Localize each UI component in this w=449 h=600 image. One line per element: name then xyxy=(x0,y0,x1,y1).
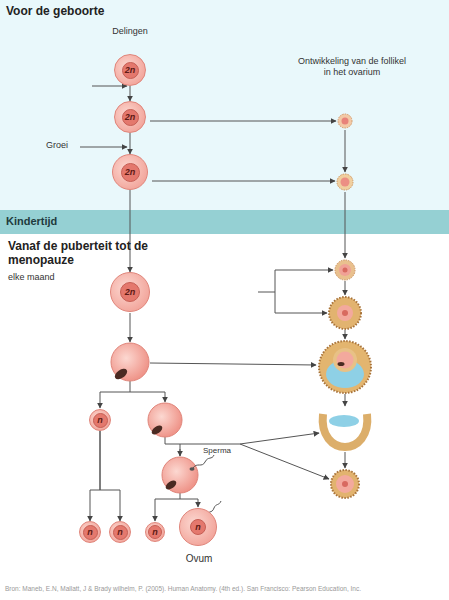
flow-arrow xyxy=(180,449,181,456)
input-line xyxy=(92,86,127,87)
antrum xyxy=(329,415,359,427)
follicle-oocyte xyxy=(336,475,354,493)
follicle-arrow xyxy=(240,444,329,479)
follicle-arrow xyxy=(345,330,346,339)
chromosomes xyxy=(150,424,164,437)
follicle-arrow xyxy=(345,394,346,406)
text-label: elke maand xyxy=(8,272,88,283)
band-title: Voor de geboorte xyxy=(6,4,104,18)
flow-connector xyxy=(130,86,131,101)
flow-arrow xyxy=(155,499,156,521)
flow-arrow xyxy=(165,392,166,402)
follicle-arrow xyxy=(275,313,327,314)
cell-circle: n xyxy=(109,521,131,543)
flow-arrow xyxy=(100,392,101,408)
input-line xyxy=(80,147,127,148)
follicle xyxy=(319,341,371,393)
flow-connector xyxy=(90,431,100,521)
follicle-nucleus xyxy=(342,310,348,316)
follicle-oocyte xyxy=(337,352,354,369)
flow-arrow xyxy=(130,313,131,342)
cell-ploidy: n xyxy=(190,519,206,535)
secondary-oocyte xyxy=(148,403,182,437)
sperm-tail xyxy=(193,455,214,468)
follicle-arrow xyxy=(240,433,319,444)
cell-ploidy: 2n xyxy=(120,282,140,302)
text-label: Delingen xyxy=(100,26,160,37)
follicle-arrow xyxy=(345,192,346,258)
text-label: Sperma xyxy=(203,446,243,456)
flow-connector xyxy=(100,431,120,521)
cell-circle: 2n xyxy=(112,154,148,190)
cell-circle: 2n xyxy=(114,54,146,86)
follicle xyxy=(337,174,353,190)
text-label: Vanaf de puberteit tot de menopauze xyxy=(8,239,168,268)
split-line xyxy=(155,493,198,499)
follicle-arrow xyxy=(345,452,346,468)
chromosomes xyxy=(338,362,345,366)
cell-ploidy: n xyxy=(93,413,108,428)
follicle-oocyte xyxy=(342,118,349,125)
follicle-arrow xyxy=(152,181,335,182)
follicle-nucleus xyxy=(343,268,348,273)
follicle-oocyte xyxy=(337,305,353,321)
follicle xyxy=(335,260,355,280)
flow-connector xyxy=(130,133,131,154)
cell-ploidy: 2n xyxy=(122,109,139,126)
primary-oocyte xyxy=(111,343,149,381)
bracket-line xyxy=(258,270,275,313)
cell-circle: n xyxy=(89,409,111,431)
follicle-arrow xyxy=(275,270,333,271)
cell-circle: 2n xyxy=(114,101,146,133)
split-line xyxy=(100,381,165,392)
cell-ploidy: n xyxy=(113,525,128,540)
flow-arrow xyxy=(198,499,199,507)
stage-band: Kindertijd xyxy=(0,210,449,234)
ruptured-follicle xyxy=(323,414,368,447)
follicle-arrow xyxy=(150,363,316,365)
follicle xyxy=(331,470,359,498)
fertilised-oocyte xyxy=(162,457,198,493)
band-title: Kindertijd xyxy=(6,215,57,227)
flow-connector xyxy=(130,190,131,272)
stage-band: Voor de geboorte 2n 2n 2n xyxy=(0,0,449,210)
text-label: Groei xyxy=(46,140,80,151)
cell-name: Ovum xyxy=(165,553,233,564)
source-caption: Bron: Maneb, E.N, Mallatt, J & Brady wil… xyxy=(5,585,445,593)
chromosomes xyxy=(113,367,129,382)
cell-ploidy: n xyxy=(148,525,162,539)
cell-ploidy: 2n xyxy=(121,163,140,182)
cell-circle: 2n xyxy=(110,272,150,312)
cell-circle: nOvum xyxy=(179,508,217,546)
sperm-head xyxy=(190,467,195,471)
follicle-oocyte xyxy=(339,264,351,276)
follicle-oocyte xyxy=(341,178,350,187)
follicle xyxy=(338,114,352,128)
cell-ploidy: 2n xyxy=(122,62,139,79)
cell-ploidy: n xyxy=(83,525,98,540)
follicle-arrow xyxy=(345,130,346,172)
cumulus xyxy=(333,348,357,372)
cell-circle: n xyxy=(145,522,165,542)
text-label: Ontwikkeling van de follikel in het ovar… xyxy=(296,56,408,78)
follicle-arrow xyxy=(150,121,336,122)
cell-circle: n xyxy=(79,521,101,543)
follicle-arrow xyxy=(345,281,346,295)
chromosomes xyxy=(164,479,178,492)
follicle xyxy=(329,297,361,329)
follicle-nucleus xyxy=(342,481,348,487)
